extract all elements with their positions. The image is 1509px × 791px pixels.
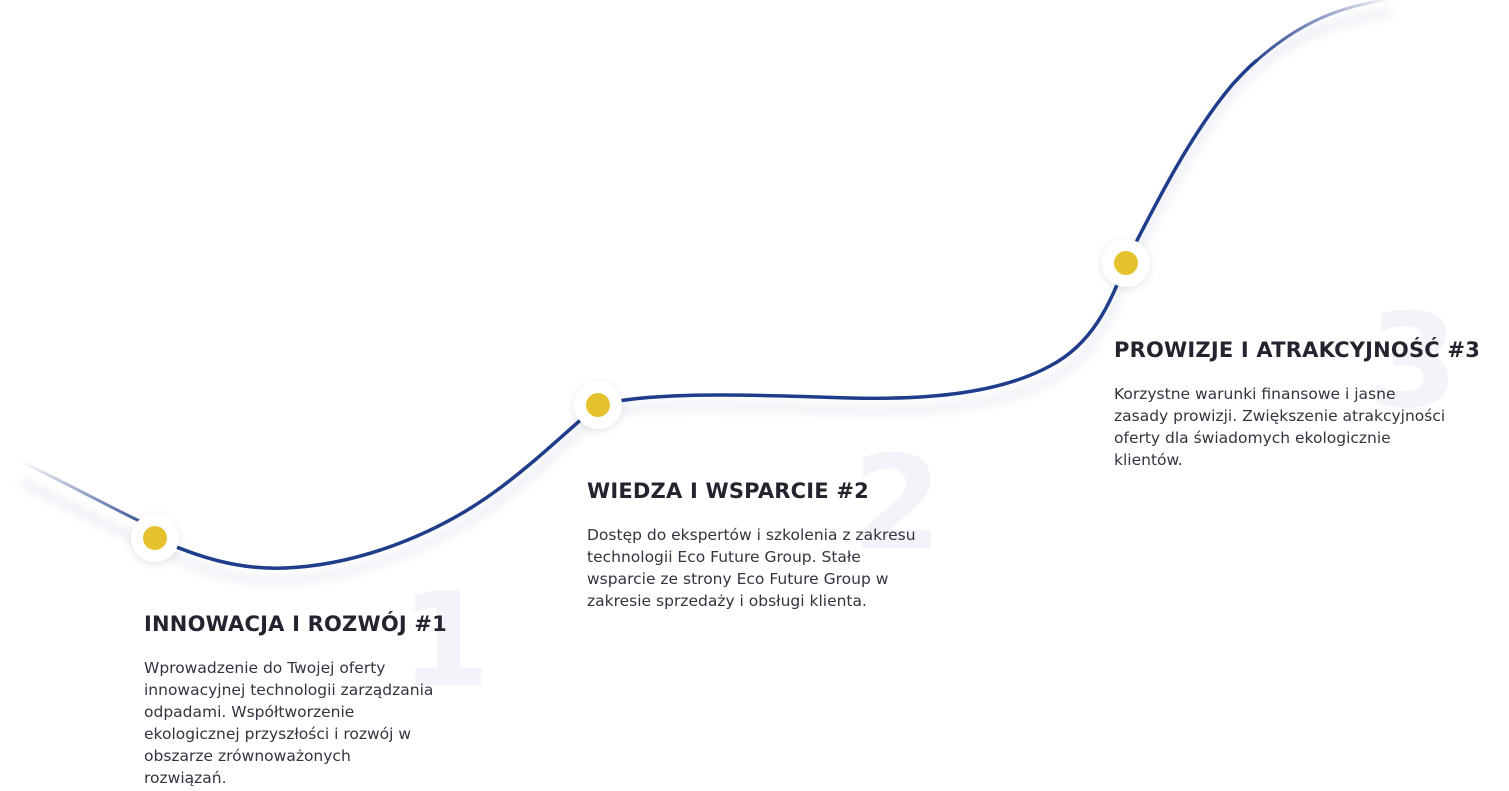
step-card-3: PROWIZJE I ATRAKCYJNOŚĆ #3 Korzystne war… (1114, 338, 1509, 471)
step-card-1: INNOWACJA I ROZWÓJ #1 Wprowadzenie do Tw… (144, 612, 447, 789)
step-number-2: 2 (852, 427, 943, 579)
step-description-1: Wprowadzenie do Twojej oferty innowacyjn… (144, 659, 434, 787)
step-dot-3 (1114, 251, 1138, 275)
step-dot-1 (143, 526, 167, 550)
step-number-3: 3 (1368, 285, 1459, 437)
step-card-2: WIEDZA I WSPARCIE #2 Dostęp do ekspertów… (587, 479, 917, 612)
curve-tail-right (1254, 0, 1393, 64)
step-title-1: INNOWACJA I ROZWÓJ #1 (144, 612, 447, 636)
step-description-3: Korzystne warunki finansowe i jasne zasa… (1114, 385, 1446, 469)
step-title-2: WIEDZA I WSPARCIE #2 (587, 479, 869, 503)
curve-main (153, 59, 1258, 570)
step-dot-2 (586, 393, 610, 417)
step-description-2: Dostęp do ekspertów i szkolenia z zakres… (587, 526, 916, 610)
step-title-3: PROWIZJE I ATRAKCYJNOŚĆ #3 (1114, 338, 1481, 362)
curve-shadow (20, 10, 1393, 584)
step-number-1: 1 (400, 564, 491, 716)
